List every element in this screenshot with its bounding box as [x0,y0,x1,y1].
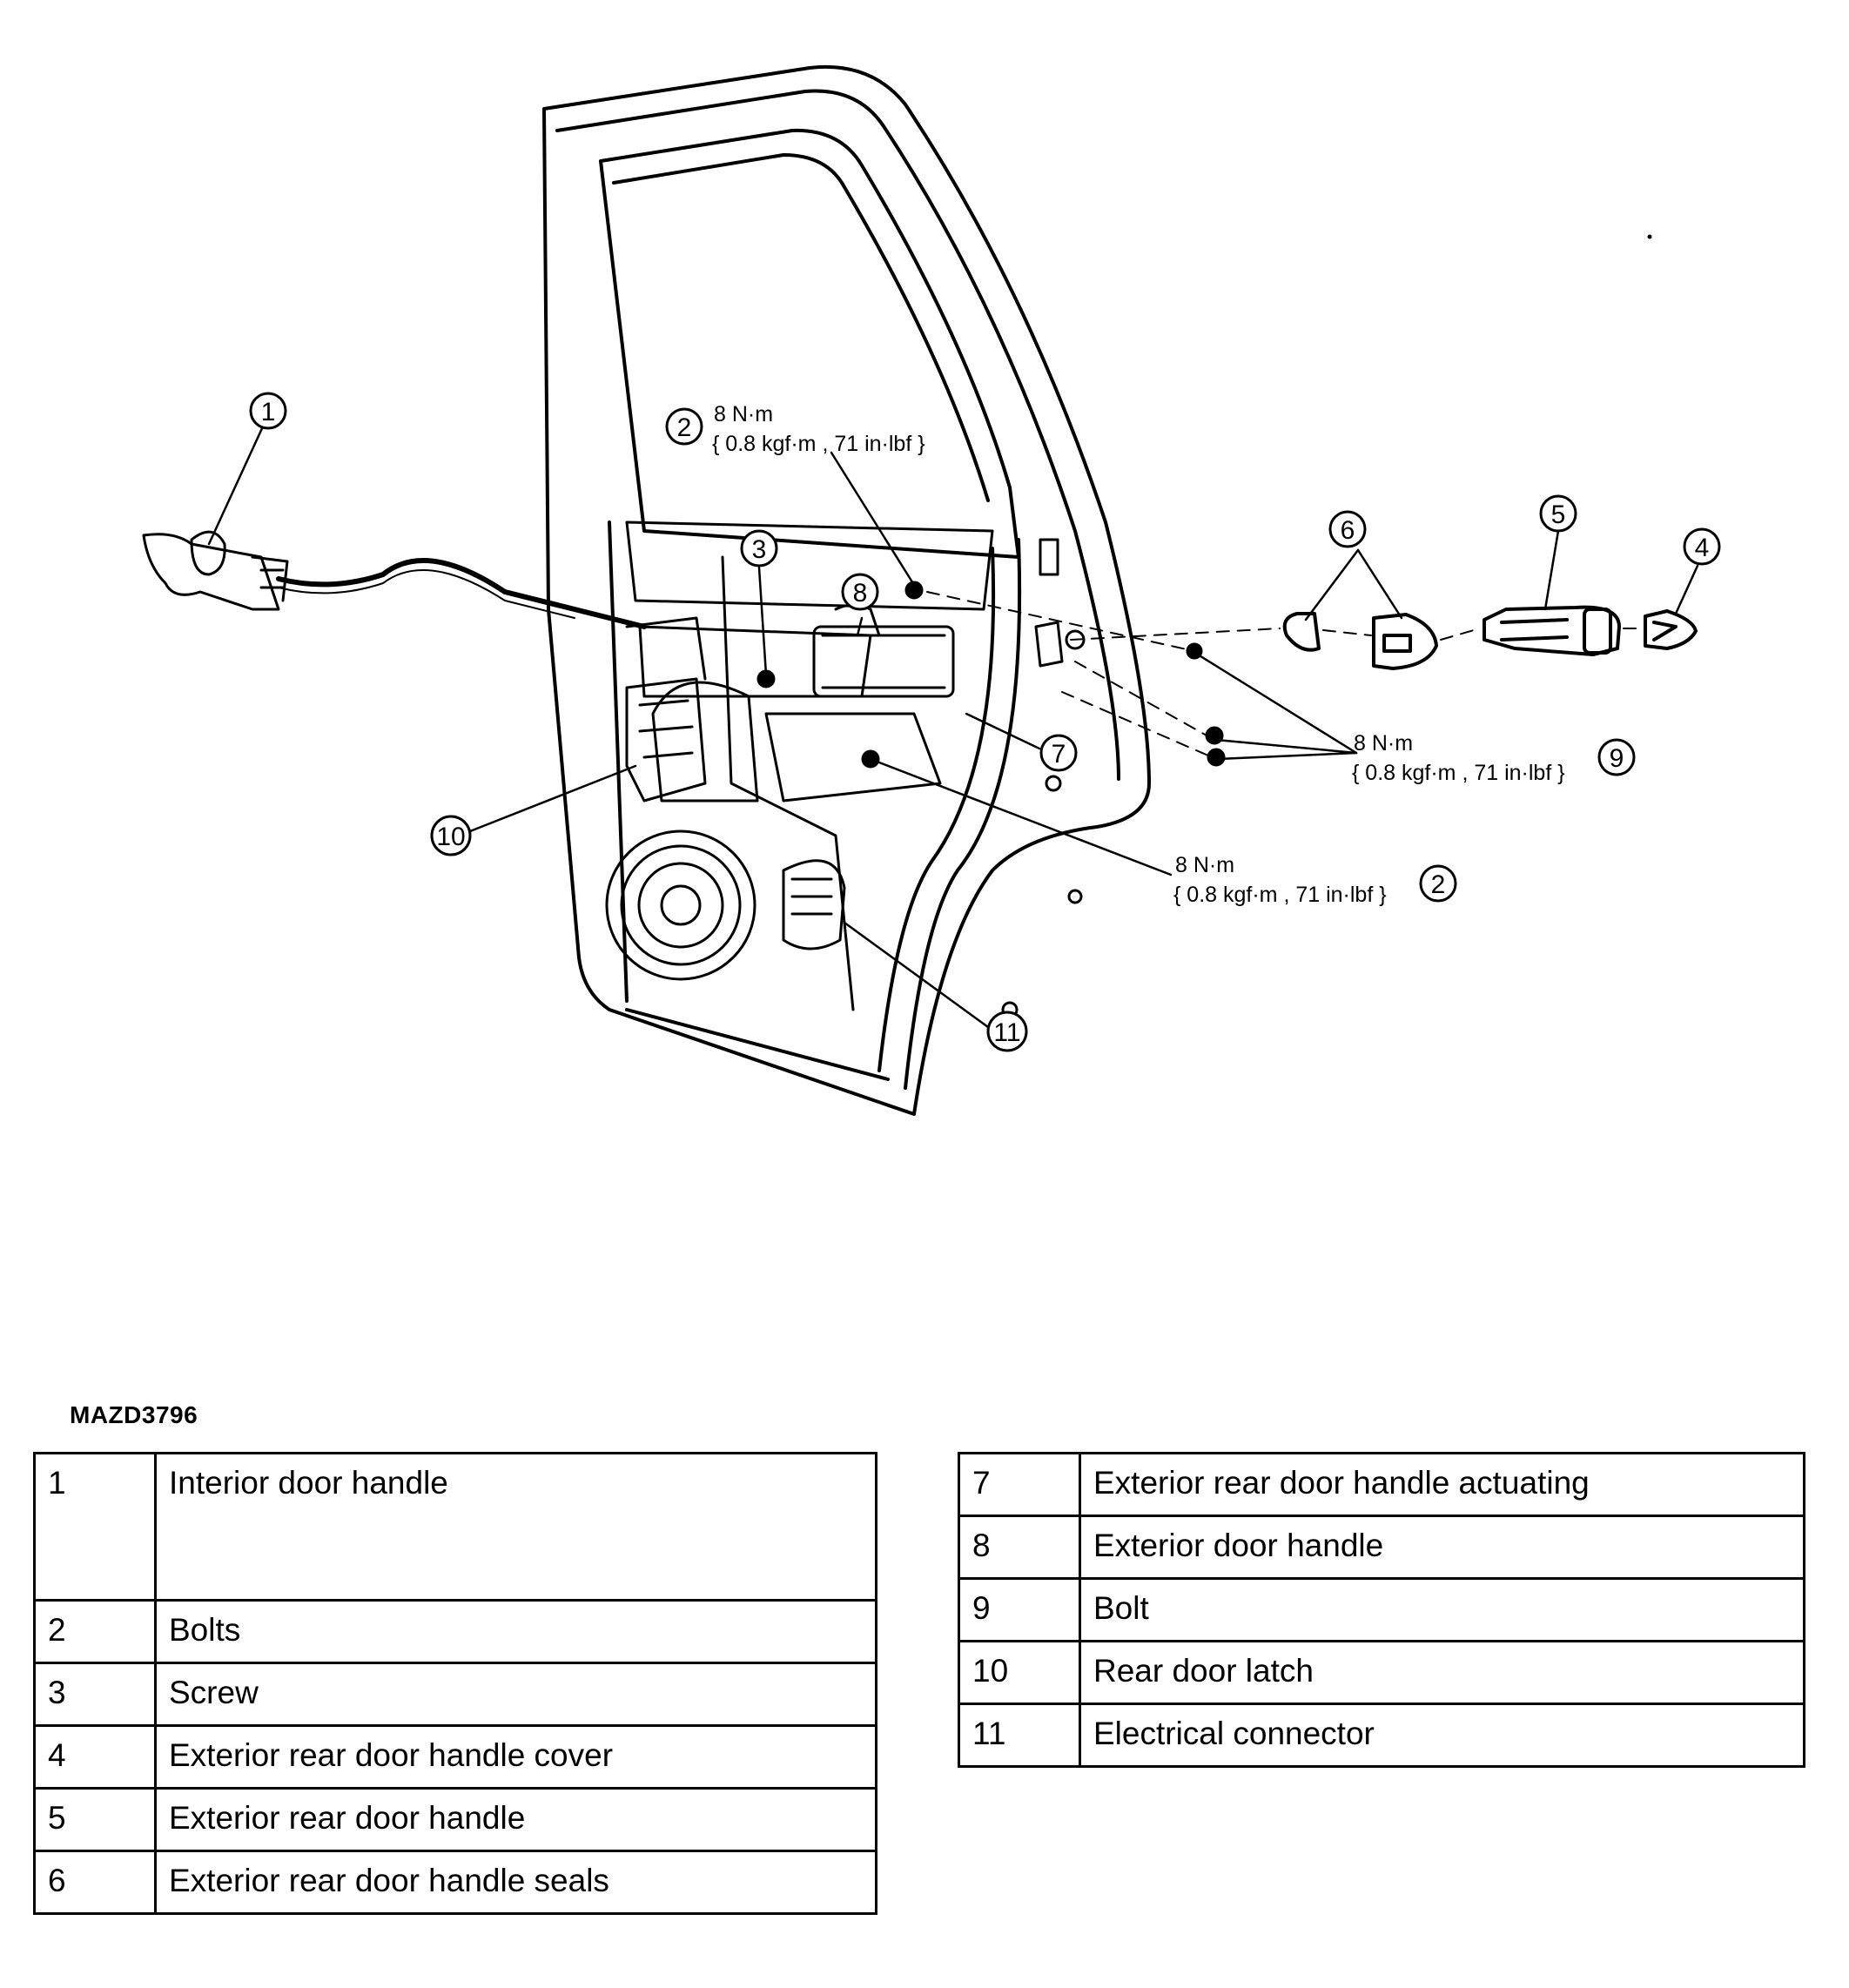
part-number: 7 [958,1452,1081,1517]
part-label: Exterior rear door handle seals [154,1850,877,1915]
exterior-handle-seal-small [1282,612,1321,652]
part-number: 6 [33,1850,157,1915]
callout-8: 8 [841,573,879,611]
part-label: Interior door handle [154,1452,877,1602]
callout-3-label: 3 [752,535,767,564]
callout-10-label: 10 [436,823,465,851]
callout-2-bottom: 2 [1419,864,1457,903]
callout-5: 5 [1539,494,1577,533]
door-exploded-diagram: 1 2 3 8 7 10 11 6 5 4 9 2 8 N·m { 0.8 kg… [142,64,1721,1116]
callout-5-label: 5 [1551,500,1566,529]
exterior-handle-cover-shape [1644,609,1698,650]
callout-11-label: 11 [993,1018,1020,1047]
interior-handle-shape [142,530,289,611]
torque-spec-top: 8 N·m { 0.8 kgf·m , 71 in·lbf } [712,402,925,456]
part-number: 10 [958,1640,1081,1705]
callout-6: 6 [1328,510,1367,548]
callout-2-bottom-label: 2 [1431,870,1446,899]
callout-2-top: 2 [665,407,703,446]
callout-6-label: 6 [1341,516,1355,545]
callout-4-label: 4 [1695,534,1710,562]
torque-spec-bottom: 8 N·m { 0.8 kgf·m , 71 in·lbf } [1173,853,1387,907]
torque-right-line1: 8 N·m [1354,731,1413,756]
torque-bottom-line2: { 0.8 kgf·m , 71 in·lbf } [1173,883,1387,907]
part-label: Exterior rear door handle actuating [1079,1452,1805,1517]
callout-3: 3 [740,529,778,568]
part-label: Exterior rear door handle cover [154,1724,877,1790]
callout-9: 9 [1597,738,1636,776]
stray-dot [1647,234,1652,239]
torque-bottom-line1: 8 N·m [1175,853,1234,877]
torque-spec-right: 8 N·m { 0.8 kgf·m , 71 in·lbf } [1352,731,1565,785]
door-frame [542,64,1151,1116]
callout-10: 10 [430,815,472,856]
callout-7-label: 7 [1052,740,1066,769]
speaker [605,829,756,981]
part-number: 2 [33,1599,157,1664]
part-label: Bolt [1079,1577,1805,1642]
torque-top-line2: { 0.8 kgf·m , 71 in·lbf } [712,432,925,456]
part-label: Exterior rear door handle [154,1787,877,1852]
bolt-set [1186,642,1226,767]
part-number: 4 [33,1724,157,1790]
callout-1-label: 1 [261,398,276,426]
door-handle-cable [276,558,647,629]
callout-7: 7 [1039,734,1078,772]
inner-fasteners [756,581,924,769]
part-number: 3 [33,1662,157,1727]
part-label: Screw [154,1662,877,1727]
rear-door-latch-shape [625,616,707,803]
part-number: 9 [958,1577,1081,1642]
part-number: 8 [958,1515,1081,1580]
part-number: 5 [33,1787,157,1852]
part-label: Exterior door handle [1079,1515,1805,1580]
callout-11: 11 [986,1011,1028,1052]
callout-4: 4 [1683,527,1721,566]
part-label: Rear door latch [1079,1640,1805,1705]
callout-9-label: 9 [1610,744,1624,773]
callout-1: 1 [249,392,287,430]
callout-2-top-label: 2 [677,413,692,442]
torque-top-line1: 8 N·m [714,402,773,426]
part-label: Bolts [154,1599,877,1664]
door-inner-panel [625,521,994,1011]
part-number: 11 [958,1703,1081,1768]
callout-markers: 1 2 3 8 7 10 11 6 5 4 9 2 [249,392,1721,1052]
figure-id: MAZD3796 [70,1401,198,1428]
exterior-rear-door-handle-shape [1483,605,1621,656]
part-label: Electrical connector [1079,1703,1805,1768]
callout-8-label: 8 [853,579,868,608]
exterior-handle-seal-large [1372,613,1438,670]
leader-lines [207,425,1699,1029]
part-number: 1 [33,1452,157,1602]
torque-right-line2: { 0.8 kgf·m , 71 in·lbf } [1352,761,1565,785]
electrical-connector-shape [782,859,846,950]
explode-guides [926,591,1644,760]
